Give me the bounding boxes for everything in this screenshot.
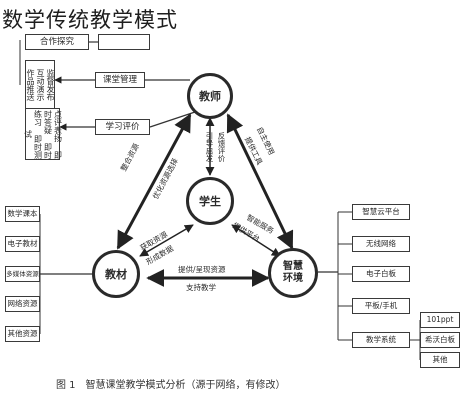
cooperative-label: 合作探究 — [39, 37, 74, 47]
material-item-label: 数学课本 — [7, 209, 38, 218]
system-item-label: 其他 — [432, 355, 448, 364]
node-environment: 智慧环境 — [268, 248, 318, 298]
management-detail-text: 监督发布 互动演示 作品推送 — [26, 69, 55, 101]
evaluation-detail-box: 点评表扬 即时答疑 即时练习 即时测试 — [23, 108, 63, 160]
management-label: 课堂管理 — [102, 75, 137, 85]
material-item-ebook: 电子教材 — [5, 236, 40, 252]
env-item-label: 平板/手机 — [364, 301, 398, 310]
edge-student-material — [139, 224, 194, 257]
evaluation-detail-text: 点评表扬 即时答疑 即时练习 即时测试 — [23, 109, 63, 159]
material-item-label: 电子教材 — [7, 239, 38, 248]
node-material: 教材 — [92, 250, 140, 298]
material-item-label: 多媒体资源 — [6, 270, 39, 278]
node-student-label: 学生 — [199, 195, 221, 208]
system-item-label: 希沃白板 — [425, 335, 455, 344]
top-right-box — [98, 34, 150, 50]
system-item-other: 其他 — [420, 352, 460, 368]
env-item-cloud: 智慧云平台 — [352, 204, 410, 220]
env-item-label: 教学系统 — [366, 335, 396, 344]
node-teacher: 教师 — [187, 73, 233, 119]
system-item-101ppt: 101ppt — [420, 312, 460, 328]
material-item-label: 其他资源 — [7, 329, 38, 338]
material-item-label: 网络资源 — [7, 299, 38, 308]
env-item-whiteboard: 电子白板 — [352, 266, 410, 282]
edge-label-feedback: 反馈评价 — [217, 132, 226, 162]
env-item-label: 智慧云平台 — [362, 207, 400, 216]
evaluation-box: 学习评价 — [95, 119, 150, 135]
edge-student-environment — [231, 224, 281, 257]
figure-caption: 图 1 智慧课堂教学模式分析（源于网络，有修改） — [56, 380, 286, 391]
env-item-tablet: 平板/手机 — [352, 298, 410, 314]
management-box: 课堂管理 — [95, 72, 145, 88]
management-detail-box: 监督发布 互动演示 作品推送 — [25, 60, 55, 110]
evaluation-label: 学习评价 — [105, 122, 140, 132]
node-student: 学生 — [186, 177, 234, 225]
env-item-system: 教学系统 — [352, 332, 410, 348]
node-environment-label: 智慧环境 — [283, 261, 303, 284]
material-item-textbook: 数学课本 — [5, 206, 40, 222]
material-item-network: 网络资源 — [5, 296, 40, 312]
edge-teacher-environment — [226, 113, 294, 250]
env-item-wireless: 无线网络 — [352, 236, 410, 252]
edge-label-support-teaching: 支持教学 — [186, 283, 216, 292]
system-item-seewo: 希沃白板 — [420, 332, 460, 348]
page-title: 数学传统教学模式 — [2, 8, 178, 32]
material-item-multimedia: 多媒体资源 — [5, 266, 40, 282]
system-item-label: 101ppt — [426, 315, 454, 324]
node-teacher-label: 教师 — [199, 90, 221, 103]
env-item-label: 电子白板 — [366, 269, 396, 278]
env-item-label: 无线网络 — [366, 239, 396, 248]
material-item-other: 其他资源 — [5, 326, 40, 342]
edge-label-provide-resources: 提供/呈现资源 — [178, 265, 226, 274]
cooperative-box: 合作探究 — [25, 34, 89, 50]
edge-label-guide: 引导启发 — [205, 132, 214, 162]
edge-teacher-material — [116, 113, 192, 250]
node-material-label: 教材 — [105, 268, 127, 281]
